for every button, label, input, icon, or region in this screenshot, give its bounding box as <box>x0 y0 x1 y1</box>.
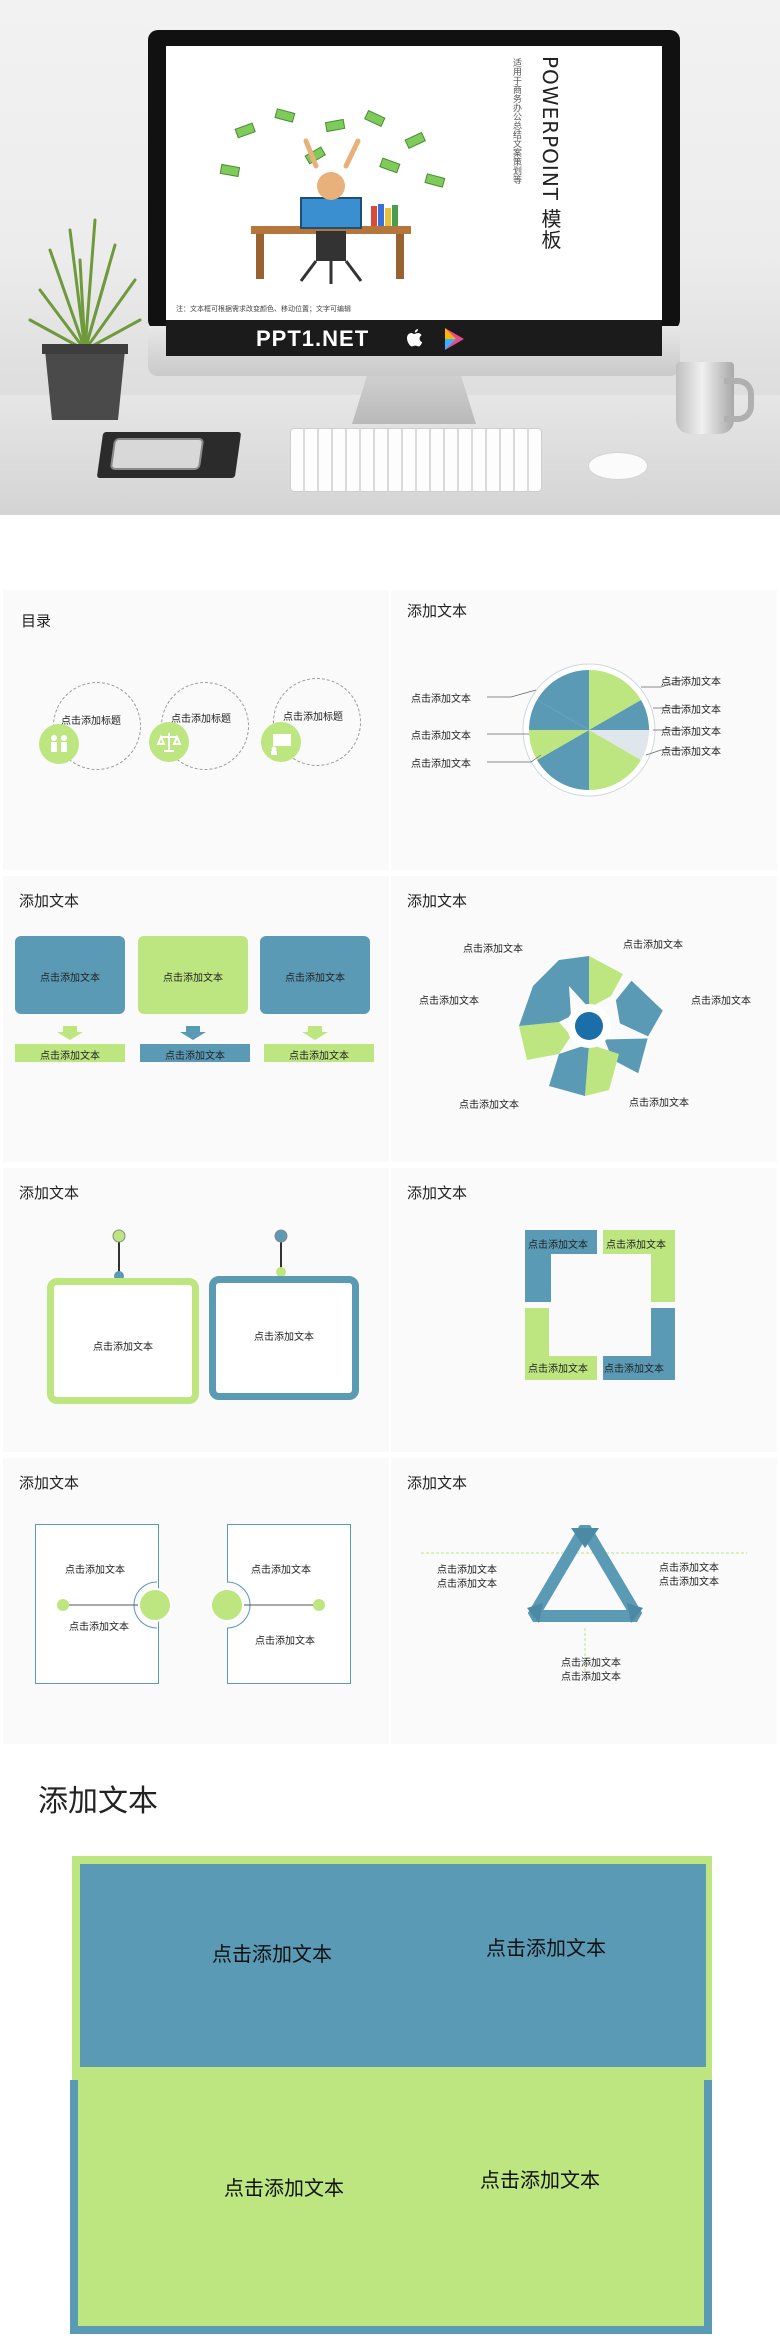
triangle-text[interactable]: 点击添加文本 <box>561 1658 621 1669</box>
pie-leader-lines <box>487 679 684 763</box>
keyboard <box>290 428 542 492</box>
slide-wheel: 添加文本 点击添加文本 点击添加文本 点击添加文本 点击添加文本 点击添加文本 … <box>391 876 777 1162</box>
pie-label[interactable]: 点击添加文本 <box>411 694 471 705</box>
wheel-label[interactable]: 点击添加文本 <box>459 1100 519 1111</box>
screen: POWERPOINT 模板 适用于商务办公总结文案策划等 注：文本框可根据需求改… <box>166 46 662 320</box>
quadrant-text[interactable]: 点击添加文本 <box>604 1364 664 1375</box>
triangle-diagram <box>421 1524 747 1673</box>
down-arrows <box>57 1026 328 1040</box>
frame-blue <box>209 1276 359 1400</box>
toc-item[interactable]: 点击添加标题 <box>171 714 231 725</box>
bracket-text[interactable]: 点击添加文本 <box>255 1636 315 1647</box>
triangle-text[interactable]: 点击添加文本 <box>437 1579 497 1590</box>
hero-banner: POWERPOINT 模板 适用于商务办公总结文案策划等 注：文本框可根据需求改… <box>0 0 780 515</box>
toc-item[interactable]: 点击添加标题 <box>283 712 343 723</box>
mug-handle <box>724 378 754 422</box>
slide-cards: 添加文本 点击添加文本 点击添加文本 点击添加文本 点击添加文本 点击添加文本 … <box>3 876 389 1162</box>
frame-text[interactable]: 点击添加文本 <box>93 1342 153 1353</box>
people-glyph <box>51 735 67 752</box>
quadrant-text[interactable]: 点击添加文本 <box>528 1364 588 1375</box>
mouse <box>588 452 648 480</box>
bar-text[interactable]: 点击添加文本 <box>165 1051 225 1062</box>
deck-note: 注：文本框可根据需求改变颜色、移动位置；文字可编辑 <box>176 305 351 313</box>
wheel-label[interactable]: 点击添加文本 <box>691 996 751 1007</box>
pie-label[interactable]: 点击添加文本 <box>661 705 721 716</box>
monitor-stand <box>352 376 476 424</box>
bracket-text[interactable]: 点击添加文本 <box>69 1622 129 1633</box>
office-illustration <box>219 108 446 284</box>
slide-triangle: 添加文本 点击添加文本 点击添加文本 点击添加文本 点击添加文本 点击添加文本 … <box>391 1458 777 1744</box>
card-text[interactable]: 点击添加文本 <box>163 973 223 984</box>
arrow-wheel-diagram <box>519 956 663 1096</box>
pie-diagram <box>522 663 656 797</box>
triangle-text[interactable]: 点击添加文本 <box>659 1577 719 1588</box>
block-bottom <box>78 2068 704 2326</box>
wheel-label[interactable]: 点击添加文本 <box>623 940 683 951</box>
wheel-label[interactable]: 点击添加文本 <box>463 944 523 955</box>
apple-logo-icon <box>407 329 423 347</box>
toc-item[interactable]: 点击添加标题 <box>61 716 121 727</box>
presentation-glyph <box>271 734 291 755</box>
slide-quadrants: 添加文本 点击添加文本 点击添加文本 点击添加文本 点击添加文本 <box>391 1168 777 1452</box>
bar-label <box>15 1044 125 1062</box>
card-text[interactable]: 点击添加文本 <box>285 973 345 984</box>
card <box>260 936 370 1014</box>
slide-title: 添加文本 <box>407 1474 468 1492</box>
plant-illustration <box>20 210 150 420</box>
deck-subtitle: 适用于商务办公总结文案策划等 <box>511 58 521 184</box>
pie-label[interactable]: 点击添加文本 <box>411 731 471 742</box>
toc-circle <box>273 678 361 766</box>
slide-title: 添加文本 <box>19 1184 80 1202</box>
quadrant-diagram <box>525 1230 675 1380</box>
pie-label[interactable]: 点击添加文本 <box>661 727 721 738</box>
slide-title: 添加文本 <box>19 1474 80 1492</box>
quadrant-text[interactable]: 点击添加文本 <box>528 1240 588 1251</box>
block-text[interactable]: 点击添加文本 <box>224 2176 344 2200</box>
bar-label <box>264 1044 374 1062</box>
bracket-connectors <box>57 1581 325 1629</box>
people-icon <box>39 724 79 764</box>
block-text[interactable]: 点击添加文本 <box>486 1936 606 1960</box>
triangle-text[interactable]: 点击添加文本 <box>659 1563 719 1574</box>
card-text[interactable]: 点击添加文本 <box>40 973 100 984</box>
quadrant-text[interactable]: 点击添加文本 <box>606 1240 666 1251</box>
slide-title: 添加文本 <box>407 892 468 910</box>
bar-label <box>140 1044 250 1062</box>
block-text[interactable]: 点击添加文本 <box>480 2168 600 2192</box>
triangle-text[interactable]: 点击添加文本 <box>561 1672 621 1683</box>
frame-green <box>47 1278 199 1404</box>
deck-title: POWERPOINT 模板 <box>538 56 562 251</box>
slide-title: 添加文本 <box>38 1784 158 1819</box>
slide-title: 目录 <box>21 612 52 630</box>
slide-frames: 添加文本 点击添加文本 点击添加文本 <box>3 1168 389 1452</box>
triangle-text[interactable]: 点击添加文本 <box>437 1565 497 1576</box>
bar-text[interactable]: 点击添加文本 <box>289 1051 349 1062</box>
phone <box>109 438 205 470</box>
card <box>138 936 248 1014</box>
slide-pie: 添加文本 点击添加文本 点击添加文本 点击添加文本 点击添加文本 点击添加文本 … <box>391 590 777 870</box>
pie-label[interactable]: 点击添加文本 <box>661 677 721 688</box>
block-top <box>80 1864 706 2067</box>
card <box>15 936 125 1014</box>
frame-text[interactable]: 点击添加文本 <box>254 1332 314 1343</box>
wheel-label[interactable]: 点击添加文本 <box>419 996 479 1007</box>
wheel-label[interactable]: 点击添加文本 <box>629 1098 689 1109</box>
block-text[interactable]: 点击添加文本 <box>212 1942 332 1966</box>
ppt-logo-icon <box>445 328 464 350</box>
pie-label[interactable]: 点击添加文本 <box>661 747 721 758</box>
slide-title: 添加文本 <box>19 892 80 910</box>
scale-glyph <box>156 733 182 752</box>
brand-text: PPT1.NET <box>256 326 370 351</box>
slide-toc: 目录 点击添加标题 点击添加标题 点击添加标题 <box>3 590 389 870</box>
slide-title: 添加文本 <box>407 1184 468 1202</box>
slide-brackets: 添加文本 点击添加文本 点击添加文本 点击添加文本 点击添加文本 <box>3 1458 389 1744</box>
slide-blocks: 添加文本 点击添加文本 点击添加文本 点击添加文本 点击添加文本 <box>0 1750 780 2340</box>
pie-label[interactable]: 点击添加文本 <box>411 759 471 770</box>
slide-title: 添加文本 <box>407 602 468 620</box>
bracket-text[interactable]: 点击添加文本 <box>65 1565 125 1576</box>
mug <box>676 362 734 434</box>
bracket-text[interactable]: 点击添加文本 <box>251 1565 311 1576</box>
bar-text[interactable]: 点击添加文本 <box>40 1051 100 1062</box>
